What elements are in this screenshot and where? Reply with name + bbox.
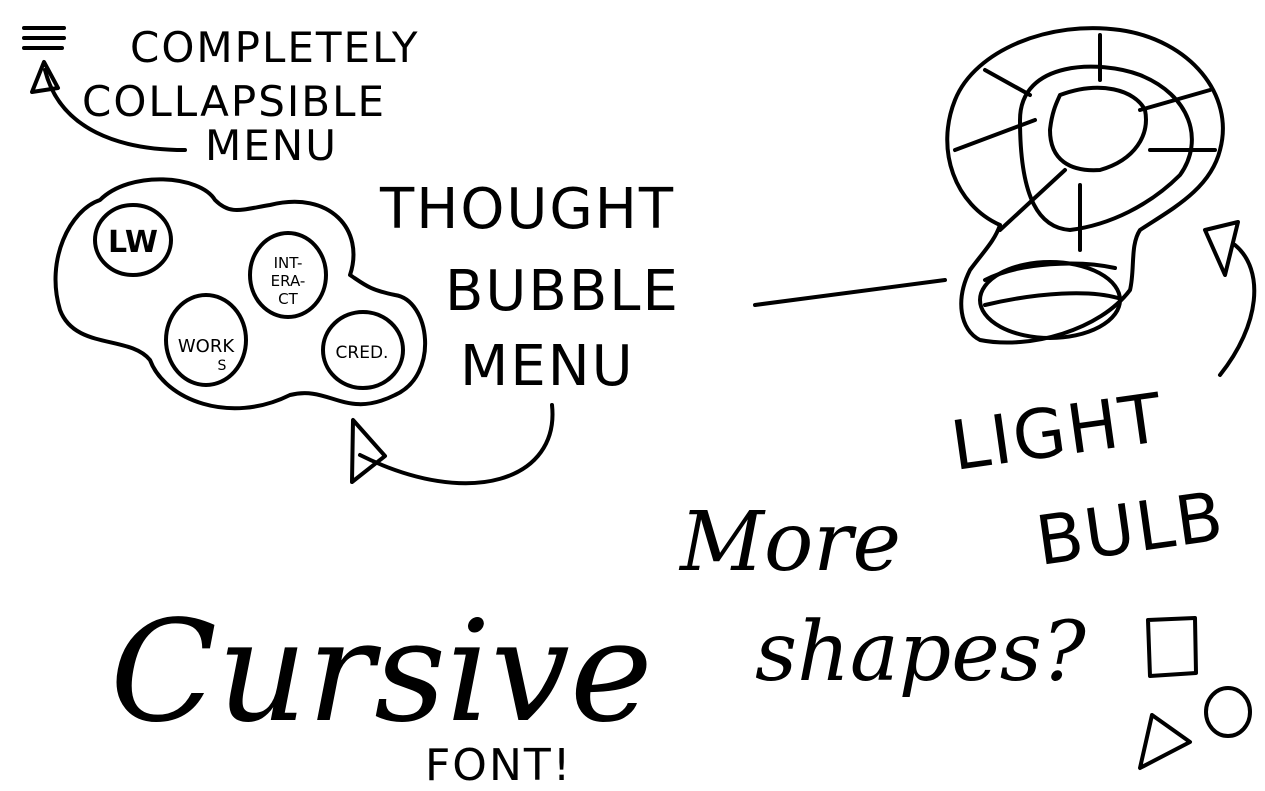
- bubble-item-works[interactable]: WORK S: [164, 293, 248, 387]
- interact-label-line-3: CT: [278, 290, 298, 308]
- hamburger-menu-icon[interactable]: [22, 26, 66, 50]
- interact-label-line-1: INT-: [274, 254, 303, 272]
- light-bulb-icon: [945, 26, 1225, 345]
- light-bulb-arrow: [1203, 220, 1257, 377]
- thought-bubble-outline: [53, 177, 428, 411]
- more-shapes-line-1: More: [678, 495, 901, 590]
- circle-icon: [1204, 686, 1252, 738]
- light-bulb-caption: LIGHT BULB: [946, 379, 1229, 582]
- caption-line-2: BUBBLE: [445, 259, 680, 324]
- cred-label: CRED.: [336, 343, 389, 363]
- bubble-item-cred[interactable]: CRED.: [321, 310, 405, 390]
- works-label-line-2: S: [218, 358, 227, 374]
- bubble-arrow: [350, 403, 555, 486]
- light-bulb-caption-line-1: LIGHT: [946, 379, 1168, 487]
- collapsible-menu-note: COMPLETELY COLLAPSIBLE MENU: [82, 23, 420, 170]
- bubble-item-logo[interactable]: LW: [93, 203, 173, 277]
- menu-note-line-3: MENU: [205, 121, 338, 170]
- cursive-font-note: Cursive FONT!: [110, 591, 653, 791]
- caption-line-1: THOUGHT: [379, 177, 675, 242]
- font-label: FONT!: [425, 740, 572, 791]
- menu-arrow: [30, 60, 187, 152]
- triangle-icon: [1138, 713, 1192, 770]
- more-shapes-line-2: shapes?: [755, 605, 1087, 700]
- light-bulb-caption-line-2: BULB: [1031, 477, 1229, 582]
- works-label-line-1: WORK: [178, 336, 235, 357]
- interact-label-line-2: ERA-: [271, 272, 306, 290]
- cursive-word: Cursive: [110, 591, 653, 754]
- menu-note-line-1: COMPLETELY: [130, 23, 420, 72]
- bubble-item-interact[interactable]: INT- ERA- CT: [248, 231, 328, 319]
- more-shapes-note: More shapes?: [678, 495, 1087, 700]
- square-icon: [1146, 616, 1198, 678]
- caption-line-3: MENU: [460, 334, 635, 399]
- thought-bubble-caption: THOUGHT BUBBLE MENU: [379, 177, 680, 399]
- menu-note-line-2: COLLAPSIBLE: [82, 77, 386, 126]
- connector-line: [753, 278, 947, 307]
- logo-icon: LW: [108, 225, 158, 260]
